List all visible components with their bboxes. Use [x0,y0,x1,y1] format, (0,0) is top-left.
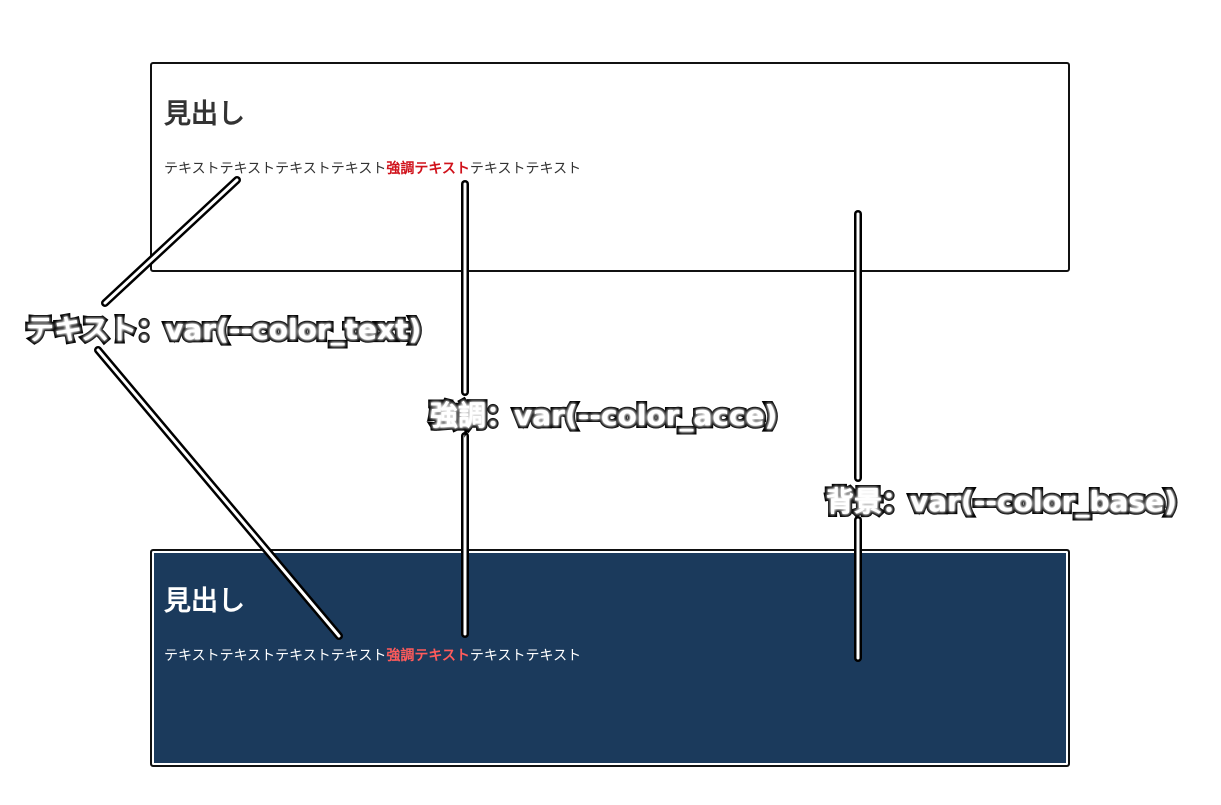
sample-accent-text: 強調テキスト [386,161,470,177]
text-color-callout-label: テキスト：var(--color_text) [23,310,424,349]
connector-text-to-dark [94,346,343,640]
sample-paragraph: テキストテキストテキストテキスト強調テキストテキストテキスト [164,158,581,178]
sample-heading: 見出し [164,586,245,617]
sample-text-after: テキストテキスト [469,161,582,177]
sample-paragraph: テキストテキストテキストテキスト強調テキストテキストテキスト [164,645,581,665]
connector-text-to-light [101,176,241,307]
sample-text-after: テキストテキスト [469,648,582,664]
sample-text-before: テキストテキストテキストテキスト [164,648,387,664]
base-color-callout-label: 背景：var(--color_base) [823,482,1180,521]
dark-theme-sample-panel: 見出し テキストテキストテキストテキスト強調テキストテキストテキスト [150,549,1070,767]
sample-text-before: テキストテキストテキストテキスト [164,161,387,177]
sample-heading: 見出し [164,99,245,130]
accent-color-callout-label: 強調：var(--color_acce) [427,396,780,435]
light-theme-sample-panel: 見出し テキストテキストテキストテキスト強調テキストテキストテキスト [150,62,1070,272]
sample-accent-text: 強調テキスト [386,648,470,664]
